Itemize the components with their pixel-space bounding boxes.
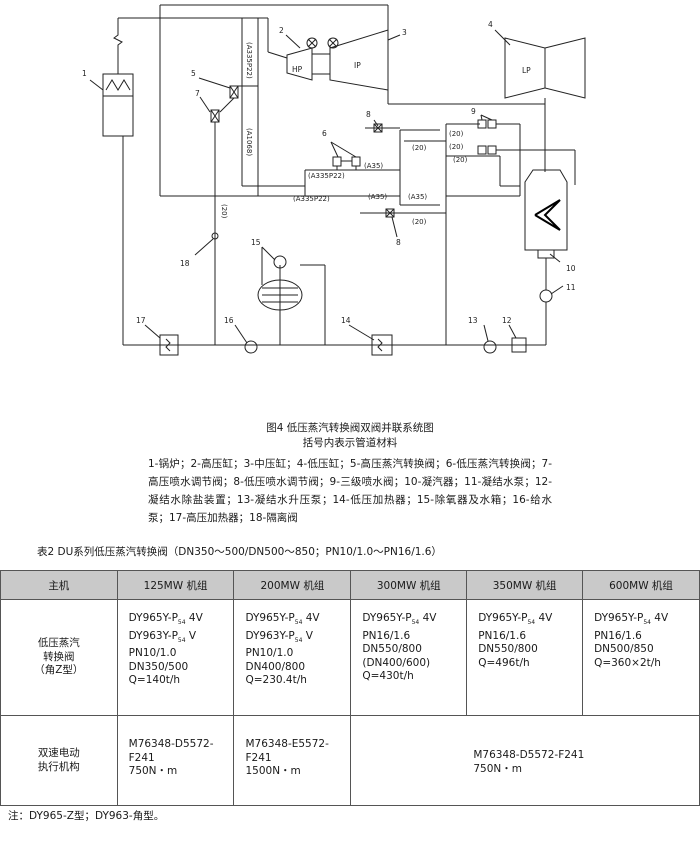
label-a35-c: (A35)	[408, 193, 427, 201]
cell-350mw-valve: DY965Y-P54 4V PN16/1.6 DN550/800 Q=496t/…	[466, 599, 584, 716]
header-600mw: 600MW 机组	[582, 570, 700, 600]
label-a335p22-b: (A335P22)	[308, 172, 345, 180]
system-diagram: 1 2 3 4 5 6 7 8 8 9 10 11 12 13 14 15 16…	[82, 4, 586, 356]
row-head-actuator: 双速电动 执行机构	[0, 715, 118, 806]
ip-valve-icon	[327, 37, 339, 49]
label-1: 1	[82, 69, 87, 78]
condensate-pump-11	[539, 289, 553, 303]
demineralizer-12	[511, 337, 527, 353]
boiler-outlet-pipe	[113, 18, 123, 74]
label-20-c: (20)	[449, 130, 464, 138]
label-15: 15	[251, 238, 261, 247]
cell-300mw-valve: DY965Y-P54 4V PN16/1.6 DN550/800 (DN400/…	[350, 599, 468, 716]
label-10: 10	[566, 264, 576, 273]
label-16: 16	[224, 316, 234, 325]
condenser	[524, 169, 568, 251]
label-14: 14	[341, 316, 351, 325]
header-200mw: 200MW 机组	[233, 570, 352, 600]
header-125mw: 125MW 机组	[116, 570, 235, 600]
isolation-valve-18	[211, 232, 219, 240]
table-row-valve: 低压蒸汽 转换阀 （角Z型） DY965Y-P54 4V DY963Y-P54 …	[0, 599, 700, 716]
label-12: 12	[502, 316, 512, 325]
label-hp: HP	[292, 65, 303, 74]
cell-200mw-valve: DY965Y-P54 4V DY963Y-P54 V PN10/1.0 DN40…	[233, 599, 352, 716]
cell-200mw-actuator: M76348-E5572- F241 1500N・m	[233, 715, 352, 806]
booster-pump-13	[483, 340, 497, 354]
label-17: 17	[136, 316, 146, 325]
label-a1068-vertical: (A1068)	[245, 128, 253, 156]
label-20-vertical: (20)	[220, 204, 228, 219]
hp-heater-17	[159, 334, 179, 356]
label-5: 5	[191, 69, 196, 78]
label-a35-b: (A35)	[368, 193, 387, 201]
label-2: 2	[279, 26, 284, 35]
label-20-b: (20)	[412, 218, 427, 226]
figure-legend: 1-锅炉；2-高压缸；3-中压缸；4-低压缸；5-高压蒸汽转换阀；6-低压蒸汽转…	[148, 458, 552, 524]
deaerator-15	[273, 255, 287, 269]
boiler-coil	[105, 79, 131, 91]
label-4: 4	[488, 20, 493, 29]
label-a335p22-c: (A335P22)	[293, 195, 330, 203]
table-note: 注：DY965-Z型；DY963-角型。	[8, 810, 165, 822]
label-20-d: (20)	[449, 143, 464, 151]
label-6: 6	[322, 129, 327, 138]
label-18: 18	[180, 259, 190, 268]
hp-cylinder	[286, 47, 313, 81]
table-title: 表2 DU系列低压蒸汽转换阀（DN350～500/DN500～850；PN10/…	[37, 546, 442, 558]
figure-subtitle: 括号内表示管道材料	[302, 437, 398, 449]
label-a335p22-vertical: (A335P22)	[245, 42, 253, 79]
label-7: 7	[195, 89, 200, 98]
label-8b: 8	[396, 238, 401, 247]
lp-bypass-valve-6a	[332, 156, 342, 167]
table-row-actuator: 双速电动 执行机构 M76348-D5572- F241 750N・m M763…	[0, 715, 700, 806]
ip-cylinder	[329, 29, 389, 91]
lp-bypass-valve-6b	[351, 156, 361, 167]
turbine-shaft	[311, 53, 331, 75]
valve-spec-table: 主机 125MW 机组 200MW 机组 300MW 机组 350MW 机组 6…	[0, 570, 700, 806]
label-8a: 8	[366, 110, 371, 119]
label-20-a: (20)	[412, 144, 427, 152]
cell-600mw-valve: DY965Y-P54 4V PN16/1.6 DN500/850 Q=360×2…	[582, 599, 700, 716]
cell-125mw-actuator: M76348-D5572- F241 750N・m	[116, 715, 235, 806]
table-header-row: 主机 125MW 机组 200MW 机组 300MW 机组 350MW 机组 6…	[0, 570, 700, 600]
cell-300-600mw-actuator: M76348-D5572-F241 750N・m	[350, 715, 700, 806]
header-host: 主机	[0, 570, 118, 600]
three-stage-spray-valve-9b	[477, 145, 487, 155]
figure-caption: 图4 低压蒸汽转换阀双阀并联系统图 括号内表示管道材料	[0, 421, 700, 451]
header-350mw: 350MW 机组	[466, 570, 584, 600]
label-3: 3	[402, 28, 407, 37]
label-13: 13	[468, 316, 478, 325]
row-head-valve: 低压蒸汽 转换阀 （角Z型）	[0, 599, 118, 716]
header-300mw: 300MW 机组	[350, 570, 468, 600]
hp-valve-icon	[306, 37, 318, 49]
boiler	[102, 73, 134, 137]
cell-125mw-valve: DY965Y-P54 4V DY963Y-P54 V PN10/1.0 DN35…	[116, 599, 235, 716]
label-a35-a: (A35)	[364, 162, 383, 170]
label-ip: IP	[354, 61, 361, 70]
lp-heater-14	[371, 334, 393, 356]
figure-title: 图4 低压蒸汽转换阀双阀并联系统图	[266, 422, 434, 434]
label-20-e: (20)	[453, 156, 468, 164]
label-9: 9	[471, 107, 476, 116]
label-11: 11	[566, 283, 576, 292]
deaerator-tank	[257, 279, 303, 311]
feed-pump-16	[244, 340, 258, 354]
label-lp: LP	[522, 66, 531, 75]
